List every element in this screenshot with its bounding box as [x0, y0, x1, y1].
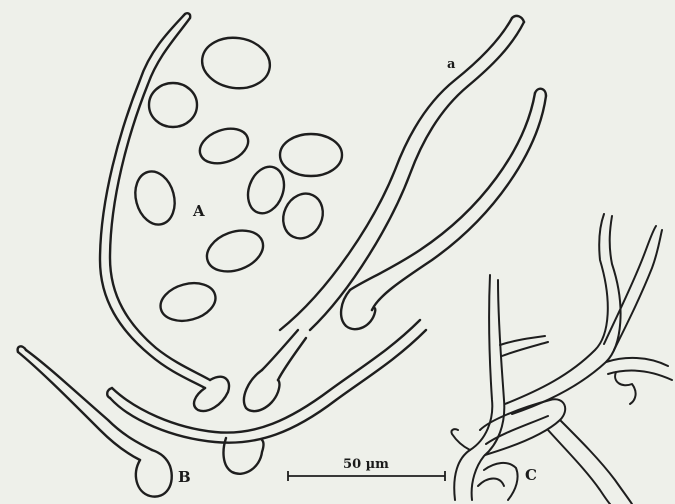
label-a-upper: A: [192, 202, 205, 220]
label-c: C: [525, 466, 537, 484]
label-b: B: [178, 468, 191, 486]
scale-bar-label: 50 µm: [343, 457, 389, 472]
label-a-lower: a: [447, 57, 456, 72]
